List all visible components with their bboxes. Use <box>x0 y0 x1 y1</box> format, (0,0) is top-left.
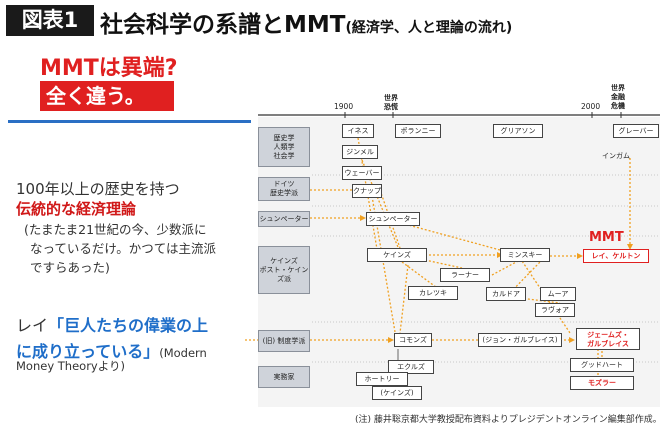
arrow <box>399 264 409 334</box>
arrowhead <box>388 337 394 343</box>
paren-line-1: (たまたま21世紀の今、少数派に <box>24 222 207 237</box>
arrowhead <box>627 244 633 250</box>
node-graeber: グレーバー <box>613 124 659 138</box>
node-ingham: インガム <box>602 152 630 160</box>
node-grierson: グリアソン <box>493 124 543 138</box>
node-eccles: エクルズ <box>388 360 434 374</box>
rei-source: Money Theoryより) <box>16 359 125 373</box>
arrowhead <box>569 337 575 343</box>
node-moore: ムーア <box>540 287 576 301</box>
history-bold: 伝統的な経済理論 <box>16 200 137 218</box>
node-lerner: ラーナー <box>440 268 490 282</box>
rei-quote-1: 「巨人たちの偉業の上 <box>48 316 209 335</box>
history-line: 100年以上の歴史を持つ <box>16 180 180 198</box>
figure-badge: 図表1 <box>6 5 94 36</box>
arrow <box>371 195 396 333</box>
answer-banner: 全く違う。 <box>40 81 174 111</box>
node-goodhart: グッドハート <box>570 358 634 372</box>
node-james-galbraith: ジェームズ・ ガルブレイス <box>576 328 640 350</box>
node-kalecki: カレツキ <box>408 286 458 300</box>
rei-modern: (Modern <box>159 346 207 360</box>
question-heading: MMTは異端? <box>40 56 178 81</box>
year-2000: 2000 <box>581 102 601 111</box>
mmt-label: MMT <box>589 230 624 245</box>
node-john-galbraith: (ジョン・ガルブレイス) <box>478 333 562 347</box>
school-keynesian: ケインズ ポスト・ケインズ派 <box>258 246 310 294</box>
school-practitioners: 実務家 <box>258 366 310 388</box>
arrow <box>424 259 463 269</box>
era-great-depression: 世界 恐慌 <box>384 94 398 111</box>
arrow <box>389 219 501 251</box>
era-financial-crisis: 世界 金融 危機 <box>611 84 625 110</box>
rei-prefix: レイ <box>16 316 49 335</box>
footnote: (注) 藤井聡京都大学教授配布資料よりプレジデントオンライン編集部作成。 <box>355 415 662 425</box>
node-keynes: ケインズ <box>367 248 427 262</box>
page-title: 社会科学の系譜とMMT(経済学、人と理論の流れ) <box>100 5 512 39</box>
node-weber: ウェーバー <box>342 166 382 180</box>
node-kaldor: カルドア <box>486 287 526 301</box>
rei-quote-2: に成り立っている」 <box>16 342 160 361</box>
node-minsky: ミンスキー <box>500 248 550 262</box>
node-innes: イネス <box>342 124 374 138</box>
node-keynes-practitioner: (ケインズ) <box>372 386 422 400</box>
paren-line-3: ですらあった) <box>30 260 110 275</box>
divider-bar <box>8 120 251 123</box>
title-main: 社会科学の系譜とMMT <box>100 12 346 38</box>
arrowhead <box>577 253 583 259</box>
title-subtitle: (経済学、人と理論の流れ) <box>345 20 513 36</box>
node-schumpeter: シュンペーター <box>366 212 420 226</box>
school-schumpeter: シュンペーター <box>258 211 310 227</box>
node-hawtrey: ホートリー <box>356 372 408 386</box>
node-knapp: クナップ <box>352 184 382 198</box>
arrow <box>491 259 521 276</box>
arrowhead <box>360 215 366 221</box>
node-mosler: モズラー <box>570 376 634 390</box>
paren-line-2: なっているだけ。かつては主流派 <box>30 241 217 256</box>
school-institutional: (旧) 制度学派 <box>258 330 310 352</box>
node-commons: コモンズ <box>394 333 432 347</box>
rei-quote: レイ「巨人たちの偉業の上 に成り立っている」(Modern <box>16 313 208 366</box>
paren-note: (たまたま21世紀の今、少数派に なっているだけ。かつては主流派 ですらあった) <box>24 220 216 277</box>
node-lavoie: ラヴォア <box>535 303 575 317</box>
year-1900: 1900 <box>334 102 354 111</box>
school-history-anthropology: 歴史学 人類学 社会学 <box>258 127 310 167</box>
school-german-historical: ドイツ 歴史学派 <box>258 177 310 201</box>
node-wray-kelton: レイ、ケルトン <box>583 249 649 263</box>
node-polanyi: ポランニー <box>395 124 441 138</box>
node-simmel: ジンメル <box>342 145 378 159</box>
